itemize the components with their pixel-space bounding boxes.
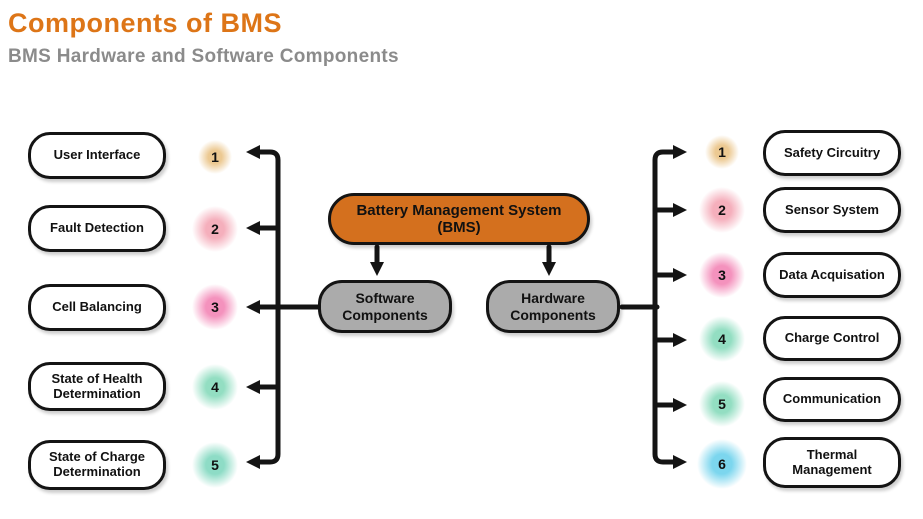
bms-node-label-line2: (BMS) — [437, 219, 481, 236]
software-item-label-5: State of Charge Determination — [48, 449, 146, 479]
software-item-box-4: State of Health Determination — [28, 362, 166, 411]
hardware-badge-num-2: 2 — [718, 202, 726, 218]
hardware-item-label-6: Thermal Management — [792, 446, 872, 477]
software-node-label-line1: Software — [355, 290, 415, 307]
software-badge-1: 1 — [198, 140, 232, 174]
software-badge-2: 2 — [192, 206, 238, 252]
software-components-node: Software Components — [318, 280, 452, 333]
hardware-badge-num-4: 4 — [718, 331, 726, 347]
software-item-label-2: Fault Detection — [50, 220, 144, 236]
software-badge-num-4: 4 — [211, 379, 219, 395]
hardware-item-label-1: Safety Circuitry — [783, 144, 881, 160]
hardware-item-box-2: Sensor System — [763, 187, 901, 233]
hardware-node-label-line2: Components — [510, 306, 596, 323]
hardware-item-label-5: Communication — [782, 391, 882, 407]
hardware-item-label-3: Data Acquisation — [779, 266, 885, 282]
hardware-item-box-6: Thermal Management — [763, 437, 901, 488]
hardware-badge-num-5: 5 — [718, 396, 726, 412]
hardware-badge-num-1: 1 — [718, 144, 726, 160]
software-item-box-3: Cell Balancing — [28, 284, 166, 331]
hardware-node-label-line1: Hardware — [521, 290, 585, 307]
hardware-item-box-3: Data Acquisation — [763, 252, 901, 298]
software-item-box-1: User Interface — [28, 132, 166, 179]
hardware-item-label-4: Charge Control — [784, 330, 880, 346]
hardware-badge-2: 2 — [699, 187, 745, 233]
hardware-item-box-4: Charge Control — [763, 316, 901, 361]
software-badge-num-5: 5 — [211, 457, 219, 473]
hardware-item-box-5: Communication — [763, 377, 901, 422]
hardware-badge-3: 3 — [699, 252, 745, 298]
hardware-badge-num-6: 6 — [718, 456, 726, 472]
software-badge-5: 5 — [192, 442, 238, 488]
hardware-badge-6: 6 — [697, 439, 747, 489]
bms-node-label-line1: Battery Management System — [356, 201, 562, 219]
page-subtitle: BMS Hardware and Software Components — [8, 46, 399, 67]
software-item-box-5: State of Charge Determination — [28, 440, 166, 490]
hardware-badge-4: 4 — [699, 316, 745, 362]
hardware-badge-num-3: 3 — [718, 267, 726, 283]
hardware-badge-5: 5 — [699, 381, 745, 427]
software-badge-num-1: 1 — [211, 149, 219, 165]
software-badge-num-2: 2 — [211, 221, 219, 237]
page-title: Components of BMS — [8, 8, 282, 38]
hardware-badge-1: 1 — [705, 135, 739, 169]
software-badge-4: 4 — [192, 364, 238, 410]
software-item-label-1: User Interface — [53, 147, 141, 163]
hardware-components-node: Hardware Components — [486, 280, 620, 333]
bms-root-node: Battery Management System (BMS) — [328, 193, 590, 245]
hardware-item-box-1: Safety Circuitry — [763, 130, 901, 176]
software-item-label-3: Cell Balancing — [52, 299, 142, 315]
software-badge-3: 3 — [192, 284, 238, 330]
software-item-label-4: State of Health Determination — [51, 370, 143, 401]
software-node-label-line2: Components — [342, 306, 428, 323]
hardware-item-label-2: Sensor System — [785, 201, 879, 217]
software-item-box-2: Fault Detection — [28, 205, 166, 252]
software-badge-num-3: 3 — [211, 299, 219, 315]
